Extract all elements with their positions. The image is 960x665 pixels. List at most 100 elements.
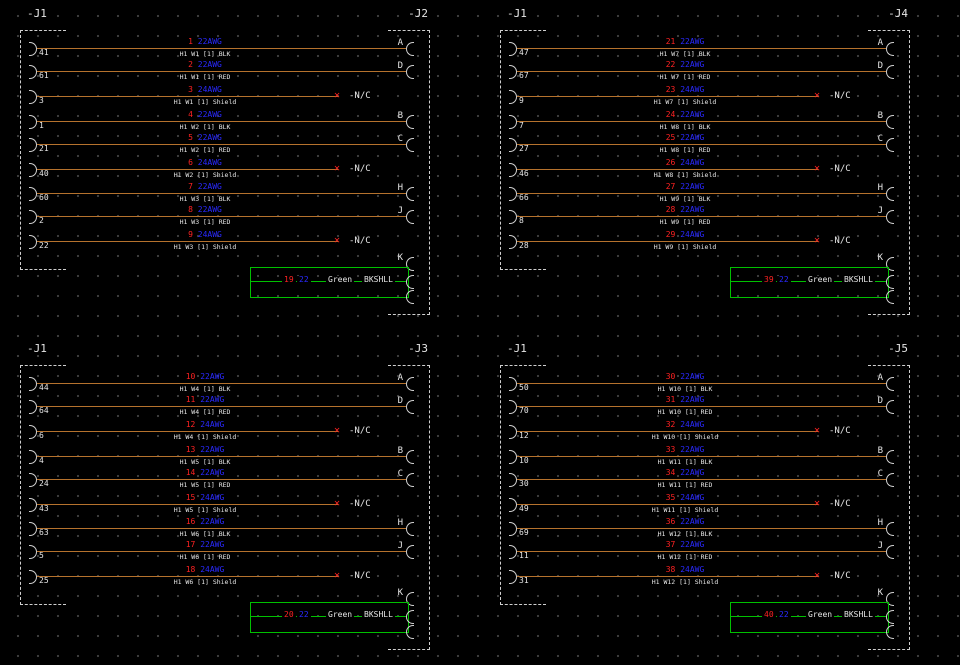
right-pin-arc[interactable] — [886, 257, 894, 271]
wire-line[interactable] — [517, 193, 886, 194]
left-pin-number: 44 — [39, 383, 49, 392]
right-pin-arc[interactable] — [886, 42, 894, 56]
wire-line[interactable] — [517, 121, 886, 122]
wire-line[interactable] — [37, 406, 406, 407]
right-connector-outline[interactable] — [868, 30, 910, 315]
wire-line[interactable] — [37, 96, 338, 97]
right-pin-arc[interactable] — [406, 473, 414, 487]
backshell-pin-arc[interactable] — [406, 610, 414, 624]
wire-name-label: H1 W2 [1] RED — [179, 146, 231, 154]
right-pin-arc[interactable] — [406, 522, 414, 536]
left-connector-outline[interactable] — [500, 365, 546, 605]
wire-line[interactable] — [517, 241, 818, 242]
wire-line[interactable] — [37, 216, 406, 217]
wire-name-label: H1 W5 [1] RED — [179, 481, 231, 489]
wire-gauge: 22AWG — [197, 110, 222, 119]
right-pin-arc[interactable] — [406, 592, 414, 606]
wire-line[interactable] — [37, 576, 338, 577]
wire-line[interactable] — [517, 576, 818, 577]
wire-label: 11 22AWG — [105, 396, 305, 404]
right-pin-arc[interactable] — [886, 210, 894, 224]
spare-pin-arc[interactable] — [886, 625, 894, 639]
wire-line[interactable] — [37, 383, 406, 384]
wire-line[interactable] — [37, 431, 338, 432]
spare-pin-arc[interactable] — [886, 290, 894, 304]
right-connector-label[interactable]: -J2 — [408, 7, 428, 20]
right-pin-arc[interactable] — [886, 138, 894, 152]
wire-line[interactable] — [517, 71, 886, 72]
left-connector-label[interactable]: -J1 — [507, 342, 527, 355]
wire-line[interactable] — [517, 169, 818, 170]
wire-line[interactable] — [37, 479, 406, 480]
right-connector-label[interactable]: -J4 — [888, 7, 908, 20]
wire-line[interactable] — [37, 169, 338, 170]
wire-line[interactable] — [517, 383, 886, 384]
wire-line[interactable] — [37, 528, 406, 529]
left-connector-outline[interactable] — [500, 30, 546, 270]
wire-line[interactable] — [37, 121, 406, 122]
wire-line[interactable] — [517, 551, 886, 552]
wire-line[interactable] — [517, 528, 886, 529]
wire-line[interactable] — [37, 71, 406, 72]
wire-line[interactable] — [517, 456, 886, 457]
wire-line[interactable] — [517, 216, 886, 217]
wire-line[interactable] — [517, 406, 886, 407]
right-pin-arc[interactable] — [406, 400, 414, 414]
left-connector-label[interactable]: -J1 — [507, 7, 527, 20]
backshell-pin-arc[interactable] — [406, 275, 414, 289]
wire-line[interactable] — [517, 431, 818, 432]
wire-gauge: 22AWG — [200, 540, 225, 549]
spare-pin-arc[interactable] — [406, 625, 414, 639]
right-pin-arc[interactable] — [406, 42, 414, 56]
wire-number: 14 — [185, 468, 196, 477]
right-pin-arc[interactable] — [886, 187, 894, 201]
wire-line[interactable] — [37, 551, 406, 552]
wire-line[interactable] — [37, 456, 406, 457]
wire-number: 16 — [185, 517, 196, 526]
right-pin-arc[interactable] — [886, 545, 894, 559]
right-pin-arc[interactable] — [886, 473, 894, 487]
wire-line[interactable] — [37, 144, 406, 145]
right-pin-arc[interactable] — [886, 592, 894, 606]
right-connector-outline[interactable] — [868, 365, 910, 650]
wire-line[interactable] — [37, 241, 338, 242]
wire-line[interactable] — [517, 144, 886, 145]
right-connector-label[interactable]: -J3 — [408, 342, 428, 355]
right-pin-arc[interactable] — [406, 138, 414, 152]
wire-gauge: 22AWG — [680, 395, 705, 404]
right-pin-arc[interactable] — [886, 522, 894, 536]
backshell-pin-arc[interactable] — [886, 275, 894, 289]
right-pin-arc[interactable] — [406, 187, 414, 201]
right-pin-arc[interactable] — [886, 400, 894, 414]
right-pin-arc[interactable] — [406, 545, 414, 559]
right-pin-arc[interactable] — [406, 210, 414, 224]
left-connector-outline[interactable] — [20, 365, 66, 605]
wire-line[interactable] — [37, 504, 338, 505]
wire-line[interactable] — [517, 48, 886, 49]
right-pin-arc[interactable] — [406, 65, 414, 79]
wire-line[interactable] — [517, 96, 818, 97]
wire-line[interactable] — [37, 48, 406, 49]
right-connector-outline[interactable] — [388, 365, 430, 650]
right-pin-arc[interactable] — [406, 115, 414, 129]
right-connector-outline[interactable] — [388, 30, 430, 315]
right-pin-arc[interactable] — [886, 115, 894, 129]
right-pin-arc[interactable] — [886, 450, 894, 464]
wire-line[interactable] — [517, 504, 818, 505]
left-connector-outline[interactable] — [20, 30, 66, 270]
left-connector-label[interactable]: -J1 — [27, 7, 47, 20]
left-pin-number: 69 — [519, 528, 529, 537]
wire-line[interactable] — [517, 479, 886, 480]
right-pin-arc[interactable] — [406, 257, 414, 271]
right-pin-arc[interactable] — [406, 450, 414, 464]
left-connector-label[interactable]: -J1 — [27, 342, 47, 355]
right-pin-arc[interactable] — [886, 377, 894, 391]
spare-pin-arc[interactable] — [406, 290, 414, 304]
right-pin-arc[interactable] — [886, 65, 894, 79]
shell-wire-color: Green — [326, 610, 355, 619]
backshell-pin-arc[interactable] — [886, 610, 894, 624]
wire-line[interactable] — [37, 193, 406, 194]
right-connector-label[interactable]: -J5 — [888, 342, 908, 355]
no-connect-icon: ✕ — [334, 570, 341, 581]
right-pin-arc[interactable] — [406, 377, 414, 391]
